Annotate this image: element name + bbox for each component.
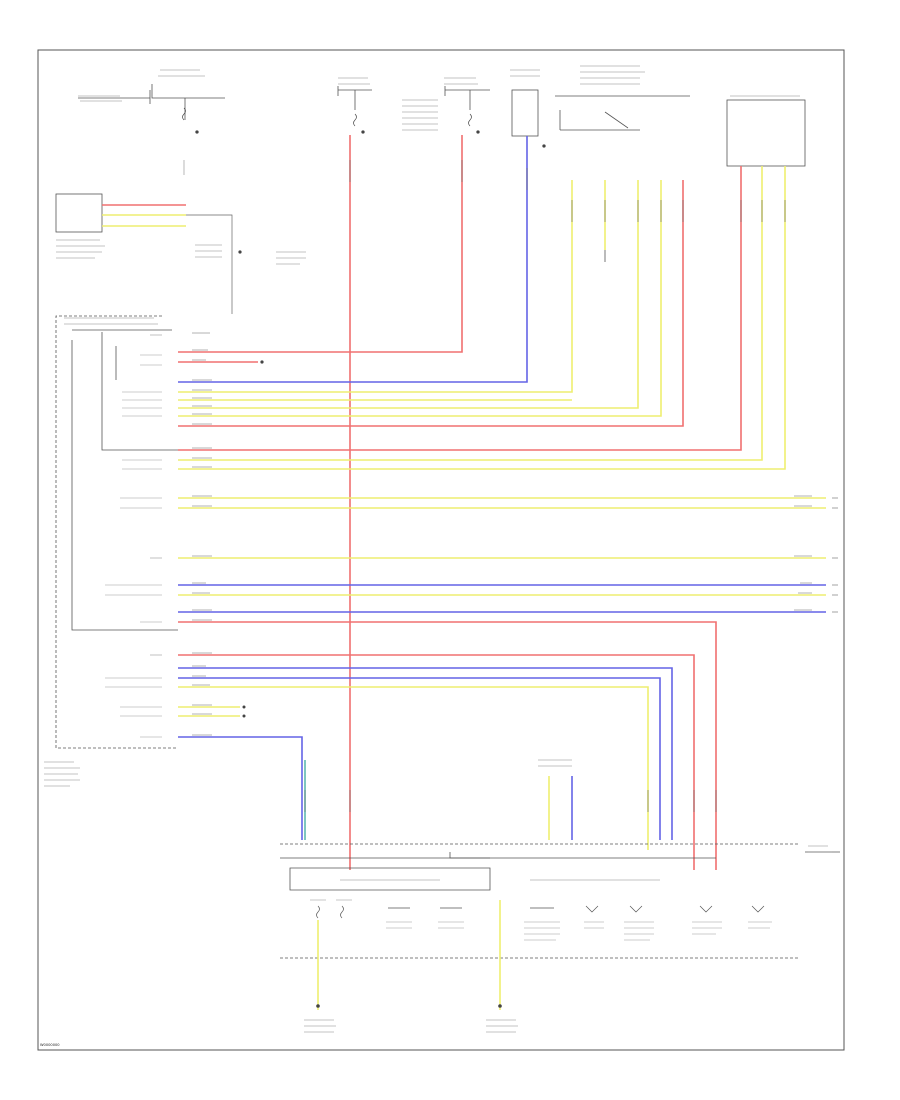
bottom-bus <box>280 843 840 959</box>
ground-points <box>304 1004 518 1033</box>
top-fuse-area <box>78 84 806 167</box>
wire-yellow-2 <box>178 180 639 409</box>
edge-arrows <box>832 497 838 613</box>
vertical-wire-labels <box>304 160 786 812</box>
connector-550 <box>538 759 573 840</box>
main-module-frame <box>55 315 178 749</box>
wire-red-2 <box>178 135 463 353</box>
wire-yellow-1 <box>178 180 573 393</box>
diagram-frame <box>37 49 845 1051</box>
wire-yellow-4 <box>178 166 763 461</box>
main-module-labels <box>44 317 158 787</box>
bottom-labels <box>340 845 832 881</box>
wire-color-labels <box>192 332 812 736</box>
fuse-symbols <box>182 107 546 148</box>
bottom-component-labels <box>310 899 772 941</box>
wire-yellow-5 <box>178 166 786 470</box>
bottom-components <box>316 900 765 1010</box>
wire-red-3 <box>178 180 684 427</box>
wire-blue-1 <box>178 136 528 383</box>
figure-code: W0000000 <box>40 1043 60 1047</box>
top-label-marks <box>78 65 800 175</box>
horizontal-wires <box>178 497 826 870</box>
wire-red-4 <box>178 166 742 451</box>
pin-labels <box>105 334 162 738</box>
left-connector <box>55 193 306 314</box>
wire-yellow-3 <box>178 180 662 417</box>
